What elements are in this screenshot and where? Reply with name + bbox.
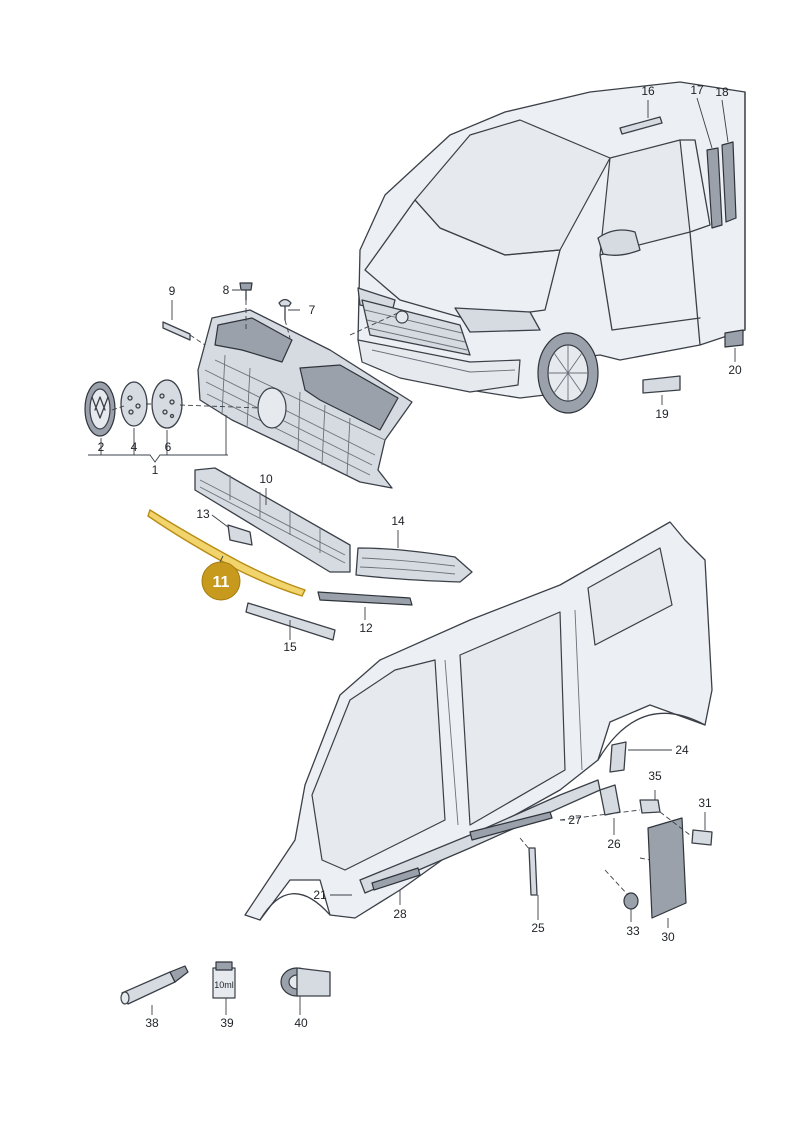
- emblem-4: [120, 381, 148, 427]
- callout-24: 24: [675, 743, 689, 757]
- bracket-26: [599, 784, 621, 816]
- trim-12: [317, 591, 413, 606]
- lower-grille-10: [194, 467, 351, 573]
- clip-7: [278, 298, 292, 321]
- sill-trim-28: [371, 867, 421, 891]
- sill-trim-27: [469, 811, 553, 841]
- callout-20: 20: [728, 363, 742, 377]
- callout-2: 2: [98, 440, 105, 454]
- callout-39: 39: [220, 1016, 234, 1030]
- callout-15: 15: [283, 640, 297, 654]
- clip-33: [623, 892, 639, 910]
- bolt-35: [639, 799, 661, 814]
- callout-1: 1: [152, 463, 159, 477]
- highlight-badge-label: 11: [213, 574, 230, 591]
- trim-strip-11: [147, 508, 306, 597]
- bracket-9: [162, 321, 191, 341]
- cover-24: [609, 741, 627, 773]
- trim-15: [245, 602, 336, 641]
- badge-20: [724, 329, 744, 348]
- touch-up-pen-38: [120, 965, 189, 1005]
- callout-18: 18: [715, 85, 729, 99]
- badge-19: [642, 375, 681, 394]
- callout-10: 10: [259, 472, 273, 486]
- callout-38: 38: [145, 1016, 159, 1030]
- bolt-31: [691, 829, 713, 846]
- callout-31: 31: [698, 796, 712, 810]
- callout-8: 8: [223, 283, 230, 297]
- callout-9: 9: [169, 284, 176, 298]
- callout-28: 28: [393, 907, 407, 921]
- body-side-frame: [244, 521, 713, 921]
- highlight-badge-11[interactable]: 11: [201, 561, 241, 601]
- callout-17: 17: [690, 83, 704, 97]
- callout-4: 4: [131, 440, 138, 454]
- trim-14: [355, 547, 473, 583]
- emblem-2: [84, 381, 116, 437]
- front-grille-assembly: [197, 309, 413, 489]
- paint-bottle-39: 10ml: [212, 961, 236, 999]
- callout-14: 14: [391, 514, 405, 528]
- leader-lines: [88, 97, 736, 1015]
- tape-roll-40: [280, 967, 331, 997]
- callout-25: 25: [531, 921, 545, 935]
- bracket-13: [227, 524, 253, 546]
- pillar-trim-17: [706, 147, 723, 229]
- trim-16: [619, 116, 663, 135]
- callout-30: 30: [661, 930, 675, 944]
- bottle-label: 10ml: [214, 980, 234, 990]
- screw-8: [239, 282, 253, 301]
- callout-labels: 1 2 4 6 7 8 9 10 12 13 14 15 16 17 18 19…: [98, 83, 742, 1030]
- callout-13: 13: [196, 507, 210, 521]
- mudflap-30: [647, 817, 687, 919]
- emblem-6: [151, 379, 183, 429]
- van-illustration: [357, 81, 746, 414]
- callout-21: 21: [313, 888, 327, 902]
- callout-33: 33: [626, 924, 640, 938]
- callout-27: 27: [568, 813, 582, 827]
- pillar-trim-18: [721, 141, 737, 223]
- callout-6: 6: [165, 440, 172, 454]
- callout-19: 19: [655, 407, 669, 421]
- callout-35: 35: [648, 769, 662, 783]
- trim-25: [528, 847, 538, 896]
- callout-16: 16: [641, 84, 655, 98]
- callout-12: 12: [359, 621, 373, 635]
- highlight-badge-circle[interactable]: [201, 561, 241, 601]
- callout-40: 40: [294, 1016, 308, 1030]
- callout-26: 26: [607, 837, 621, 851]
- callout-7: 7: [309, 303, 316, 317]
